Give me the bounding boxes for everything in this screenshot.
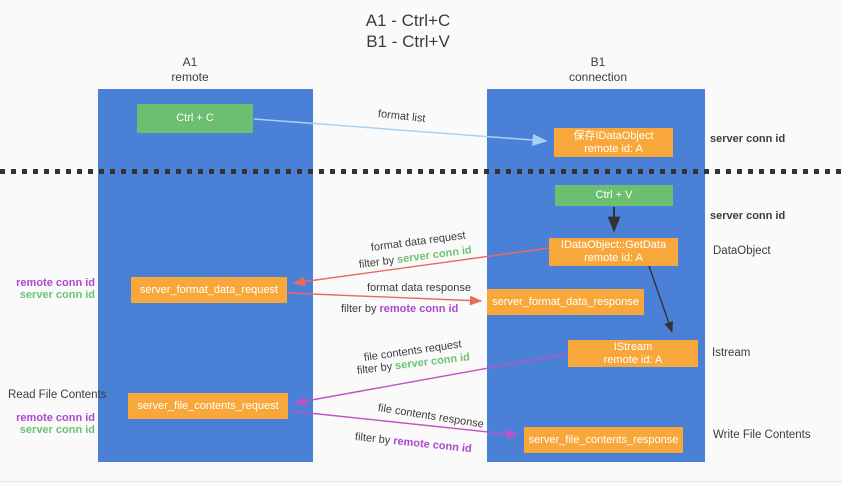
- server-format-data-response-box: server_format_data_response: [487, 289, 644, 315]
- format-data-response-label: format data response: [367, 282, 471, 294]
- remote-conn-id-text: remote conn id: [379, 303, 459, 315]
- remote-conn-id-left-1: remote conn id: [16, 277, 95, 289]
- ctrl-v-box: Ctrl + V: [555, 185, 673, 206]
- getdata-box: IDataObject::GetData remote id: A: [549, 238, 678, 266]
- server-format-data-request-box: server_format_data_request: [131, 277, 287, 303]
- lifeline-b1-role: connection: [568, 70, 628, 84]
- lifeline-b1-name: B1: [590, 55, 606, 69]
- conn-id-pair-format: remote conn id server conn id: [10, 277, 95, 301]
- server-file-contents-request-box: server_file_contents_request: [128, 393, 288, 419]
- read-file-contents-label: Read File Contents: [8, 389, 107, 401]
- ctrl-c-label: Ctrl + C: [176, 112, 214, 124]
- format-data-response-arrow: [287, 292, 483, 306]
- file-contents-response-label: file contents response: [377, 402, 485, 431]
- filter-by-text: filter by: [358, 254, 395, 271]
- dataobject-label: DataObject: [713, 245, 771, 257]
- ctrl-c-box: Ctrl + C: [137, 104, 253, 133]
- server-file-contents-response-box: server_file_contents_response: [524, 427, 683, 453]
- istream-line2: remote id: A: [603, 353, 663, 366]
- server-file-contents-request-label: server_file_contents_request: [137, 399, 279, 412]
- format-list-label: format list: [377, 108, 427, 125]
- filter-by-text: filter by: [356, 360, 393, 377]
- remote-conn-id-text: remote conn id: [392, 435, 473, 456]
- conn-id-pair-file: remote conn id server conn id: [10, 412, 95, 436]
- remote-conn-id-left-2: remote conn id: [16, 412, 95, 424]
- lifeline-a1-name: A1: [182, 55, 198, 69]
- diagram-title: A1 - Ctrl+C B1 - Ctrl+V: [308, 10, 508, 52]
- filter-by-text: filter by: [354, 431, 391, 447]
- lifeline-a1-role: remote: [171, 70, 209, 84]
- bottom-edge-line: [0, 481, 842, 482]
- dashed-separator-line: [0, 169, 842, 174]
- server-conn-id-right-top: server conn id: [710, 133, 786, 145]
- filter-by-text: filter by: [341, 303, 377, 315]
- save-dataobject-line2: remote id: A: [584, 142, 643, 155]
- save-dataobject-line1: 保存IDataObject: [573, 129, 654, 142]
- lifeline-header-b1: B1 connection: [528, 55, 668, 85]
- save-dataobject-box: 保存IDataObject remote id: A: [554, 128, 673, 157]
- lifeline-header-a1: A1 remote: [120, 55, 260, 85]
- title-line-b1: B1 - Ctrl+V: [366, 32, 450, 51]
- ctrl-v-label: Ctrl + V: [595, 189, 633, 201]
- server-file-contents-response-label: server_file_contents_response: [528, 433, 679, 446]
- server-conn-id-right-mid: server conn id: [710, 210, 786, 222]
- title-line-a1: A1 - Ctrl+C: [365, 11, 451, 30]
- server-conn-id-left-1: server conn id: [19, 289, 95, 301]
- istream-side-label: Istream: [712, 347, 751, 359]
- write-file-contents-label: Write File Contents: [713, 429, 811, 441]
- server-format-data-request-label: server_format_data_request: [139, 283, 279, 296]
- server-conn-id-left-2: server conn id: [19, 424, 95, 436]
- istream-box: IStream remote id: A: [568, 340, 698, 367]
- getdata-line2: remote id: A: [584, 252, 643, 264]
- server-format-data-response-label: server_format_data_response: [492, 295, 639, 308]
- getdata-line1: IDataObject::GetData: [560, 239, 667, 251]
- istream-line1: IStream: [613, 340, 653, 353]
